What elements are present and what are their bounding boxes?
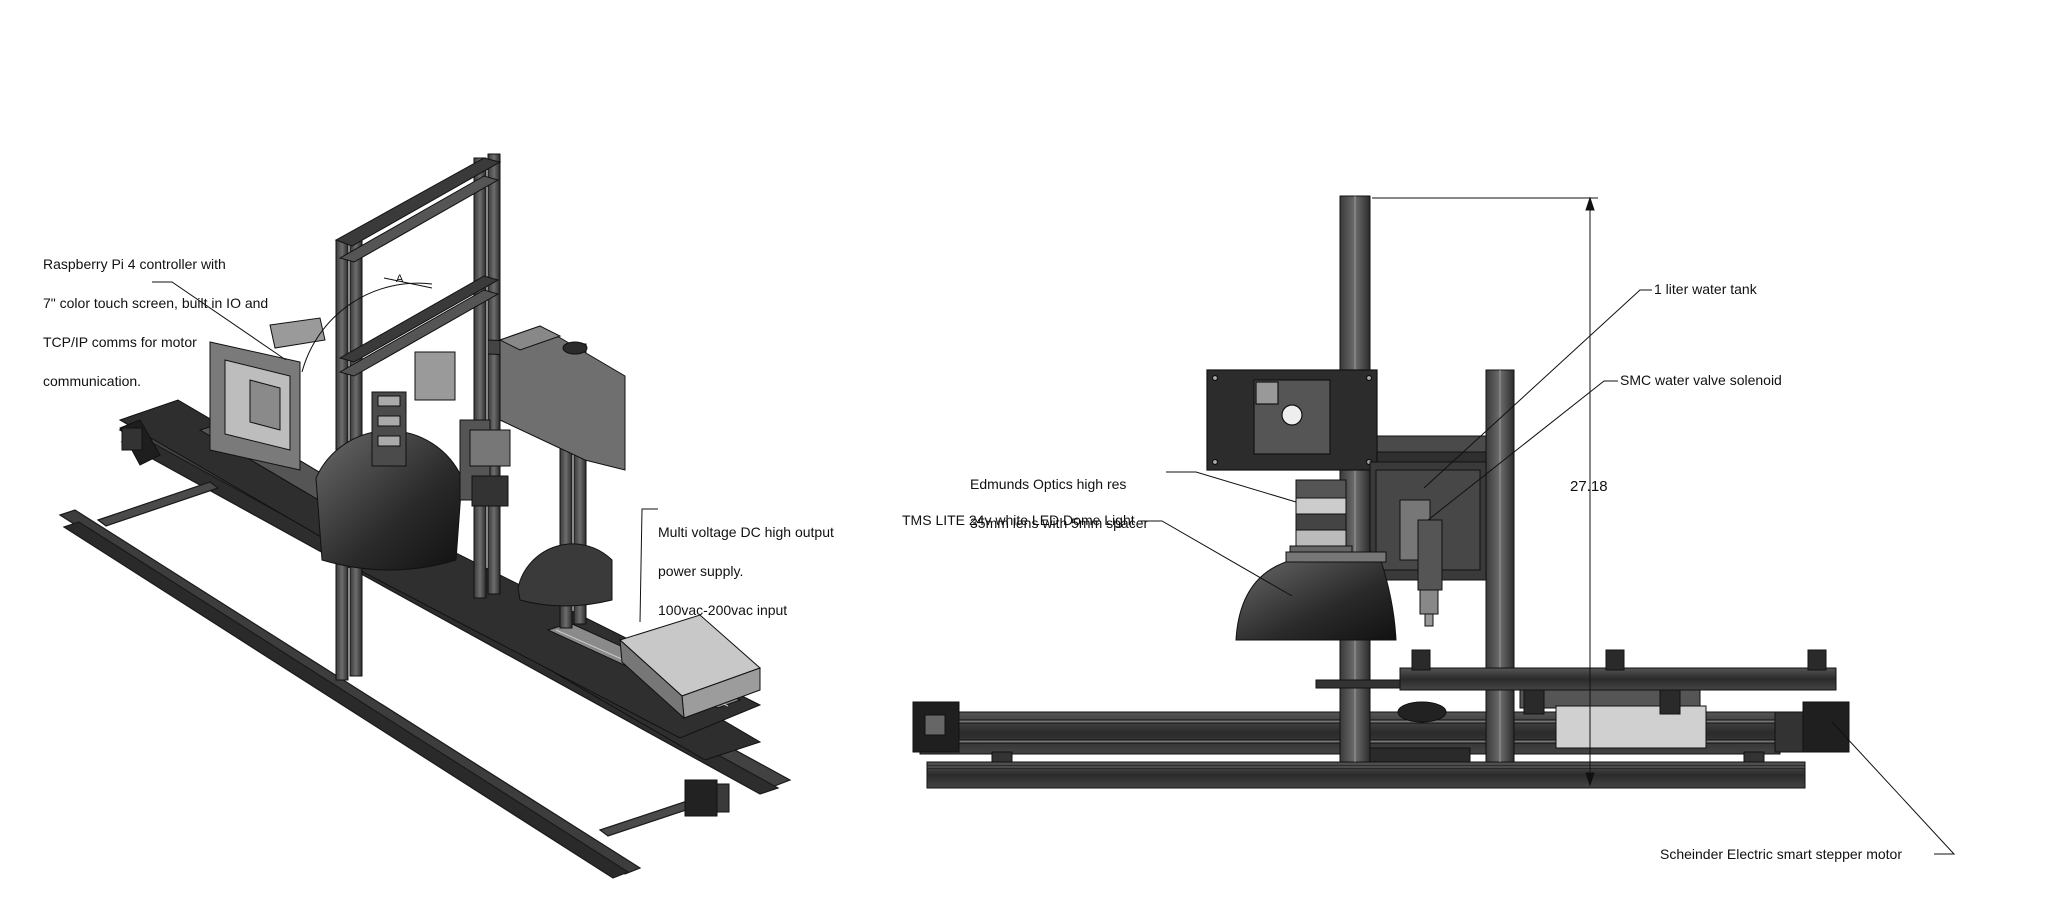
stepper-motor-callout: Scheinder Electric smart stepper motor: [1660, 846, 1902, 862]
lower-dome-iso: [517, 543, 613, 607]
side-assembly-view: [912, 195, 1956, 855]
height-dimension: [1372, 196, 1598, 787]
power-supply-callout-line-2: power supply.: [658, 563, 744, 579]
side-lens-stack: [1289, 479, 1353, 561]
water-tank: [498, 325, 626, 471]
height-dimension-value: 27.18: [1570, 478, 1608, 495]
angle-dimension-arc: [301, 277, 433, 373]
power-supply-callout: Multi voltage DC high output power suppl…: [658, 500, 834, 630]
isometric-assembly-view: A: [58, 153, 792, 879]
power-supply-callout-line-3: 100vac-200vac input: [658, 602, 788, 618]
lens-callout: Edmunds Optics high res 35mm lens with 5…: [970, 452, 1148, 543]
power-supply-callout-line-1: Multi voltage DC high output: [658, 524, 834, 540]
controller-callout-line-2: 7" color touch screen, built in IO and: [43, 295, 269, 311]
front-stepper-motor: [684, 779, 730, 817]
secondary-post: [1485, 369, 1515, 763]
controller-callout-line-3: TCP/IP comms for motor: [43, 334, 197, 350]
side-controller-panel: [1206, 369, 1378, 471]
cross-bar: [1369, 435, 1487, 465]
side-rail-feet: [991, 751, 1765, 763]
dome-light-iso: [315, 391, 463, 571]
controller-housing: [209, 317, 326, 471]
main-post: [1339, 195, 1371, 763]
controller-callout-line-4: communication.: [43, 373, 142, 389]
side-valve: [1399, 499, 1443, 627]
power-supply-box: [619, 614, 761, 720]
right-leader-lines: [1138, 289, 1956, 855]
rear-motor-block: [119, 419, 161, 466]
water-tank-callout: 1 liter water tank: [1654, 281, 1757, 297]
angle-label: A: [396, 273, 404, 285]
front-frame: [334, 153, 502, 681]
side-dome-light: [1235, 551, 1397, 641]
lens-callout-line-1: Edmunds Optics high res: [970, 476, 1127, 492]
lens-callout-line-2: 35mm lens with 5mm spacer: [970, 515, 1149, 531]
side-carriage: [1315, 649, 1837, 763]
side-end-motors: [912, 701, 1850, 753]
valve-cluster-iso: [414, 351, 511, 507]
controller-callout: Raspberry Pi 4 controller with 7" color …: [43, 232, 268, 401]
left-leader-lines: [152, 281, 658, 623]
valve-callout: SMC water valve solenoid: [1620, 372, 1782, 388]
controller-callout-line-1: Raspberry Pi 4 controller with: [43, 256, 226, 272]
dome-light-callout: TMS LITE 24v white LED Dome Light: [902, 512, 1135, 528]
